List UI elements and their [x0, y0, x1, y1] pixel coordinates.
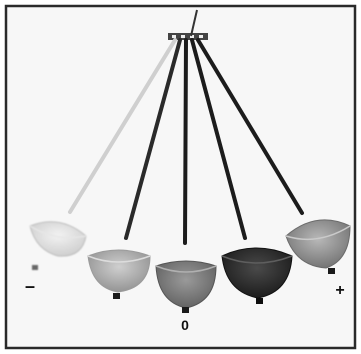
pendulum-rod-3: [185, 40, 186, 243]
label-plus: +: [335, 282, 344, 299]
label-minus: –: [25, 276, 35, 296]
label-zero: 0: [181, 317, 189, 333]
